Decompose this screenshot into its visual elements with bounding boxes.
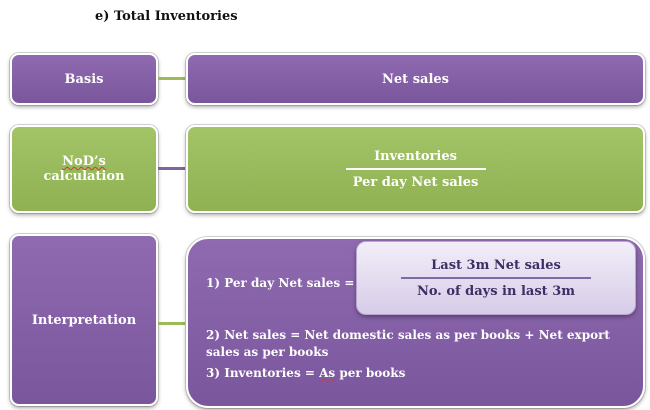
basis-connector [158, 77, 186, 80]
per-day-numerator: Last 3m Net sales [431, 257, 561, 273]
nod-label-line2: calculation [43, 169, 125, 184]
nod-fraction: Inventories Per day Net sales [345, 148, 486, 190]
per-day-fraction: Last 3m Net sales No. of days in last 3m [401, 258, 591, 299]
per-day-fraction-line [401, 276, 591, 279]
basis-label: Basis [64, 71, 104, 87]
per-day-formula-box: Last 3m Net sales No. of days in last 3m [356, 241, 636, 315]
nod-denominator: Per day Net sales [352, 174, 479, 190]
basis-label-box: Basis [10, 53, 158, 105]
nod-numerator: Inventories [374, 148, 457, 164]
item2-text: 2) Net sales = Net domestic sales as per… [206, 328, 610, 359]
item3-text: 3) Inventories = As per books [206, 366, 406, 380]
basis-value: Net sales [382, 71, 449, 87]
nod-label-box: NoD’s calculation [10, 125, 158, 213]
interpretation-label: Interpretation [31, 312, 137, 328]
per-day-denominator: No. of days in last 3m [416, 283, 575, 299]
nod-label-line1: NoD’s [62, 154, 106, 169]
section-heading: e) Total Inventories [95, 9, 238, 24]
nod-connector [158, 167, 186, 170]
nod-fraction-line [345, 167, 486, 170]
item1-text: 1) Per day Net sales = [206, 276, 355, 290]
nod-formula-box: Inventories Per day Net sales [186, 125, 645, 213]
interpretation-label-box: Interpretation [10, 234, 158, 406]
interpretation-detail-box: 1) Per day Net sales = Last 3m Net sales… [186, 237, 645, 408]
basis-value-box: Net sales [186, 53, 645, 105]
interpretation-connector [158, 322, 186, 325]
